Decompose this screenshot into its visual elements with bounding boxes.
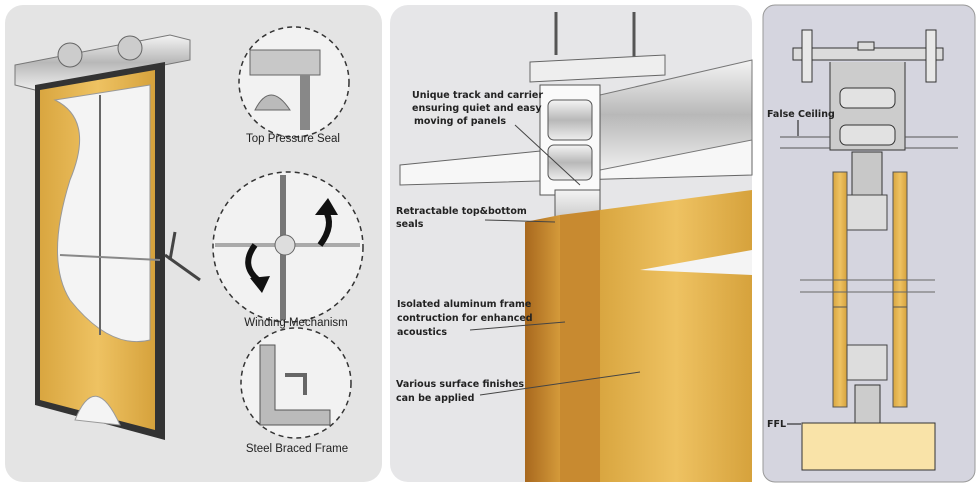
panel-edge (525, 215, 560, 482)
panel-door-overview: Top Pressure Seal Winding Mechanism Stee… (5, 5, 382, 482)
top-track (14, 34, 191, 91)
floor-slab (801, 422, 936, 471)
caption-winding-mechanism: Winding Mechanism (244, 317, 348, 329)
caption-steel-braced-frame: Steel Braced Frame (246, 443, 348, 455)
wood-skin-right (892, 171, 908, 308)
callout-retractable-seals: Retractable top&bottom seals (396, 206, 530, 230)
panel-track-section: Unique track and carrier ensuring quiet … (390, 5, 753, 482)
detail-steel-braced-frame (240, 327, 352, 439)
rotate-arrow-down-icon (245, 243, 261, 283)
label-false-ceiling: False Ceiling (767, 109, 835, 120)
wood-skin-left (832, 171, 848, 308)
door-panel (35, 62, 201, 440)
carrier-wheel (547, 99, 593, 141)
label-ffl: FFL (767, 419, 786, 430)
caption-top-pressure-seal: Top Pressure Seal (246, 133, 340, 145)
wood-panel (600, 190, 752, 482)
callout-track-carrier: Unique track and carrier ensuring quiet … (412, 90, 546, 127)
callout-aluminum-frame: Isolated aluminum frame contruction for … (397, 299, 536, 338)
callout-surface-finishes: Various surface finishes can be applied (396, 379, 527, 404)
detail-top-pressure-seal (238, 26, 350, 138)
detail-winding-mechanism (212, 171, 364, 323)
panel-cross-section: False Ceiling FFL (762, 4, 976, 483)
wheel-lower (839, 124, 896, 146)
wheel-upper (839, 87, 896, 109)
